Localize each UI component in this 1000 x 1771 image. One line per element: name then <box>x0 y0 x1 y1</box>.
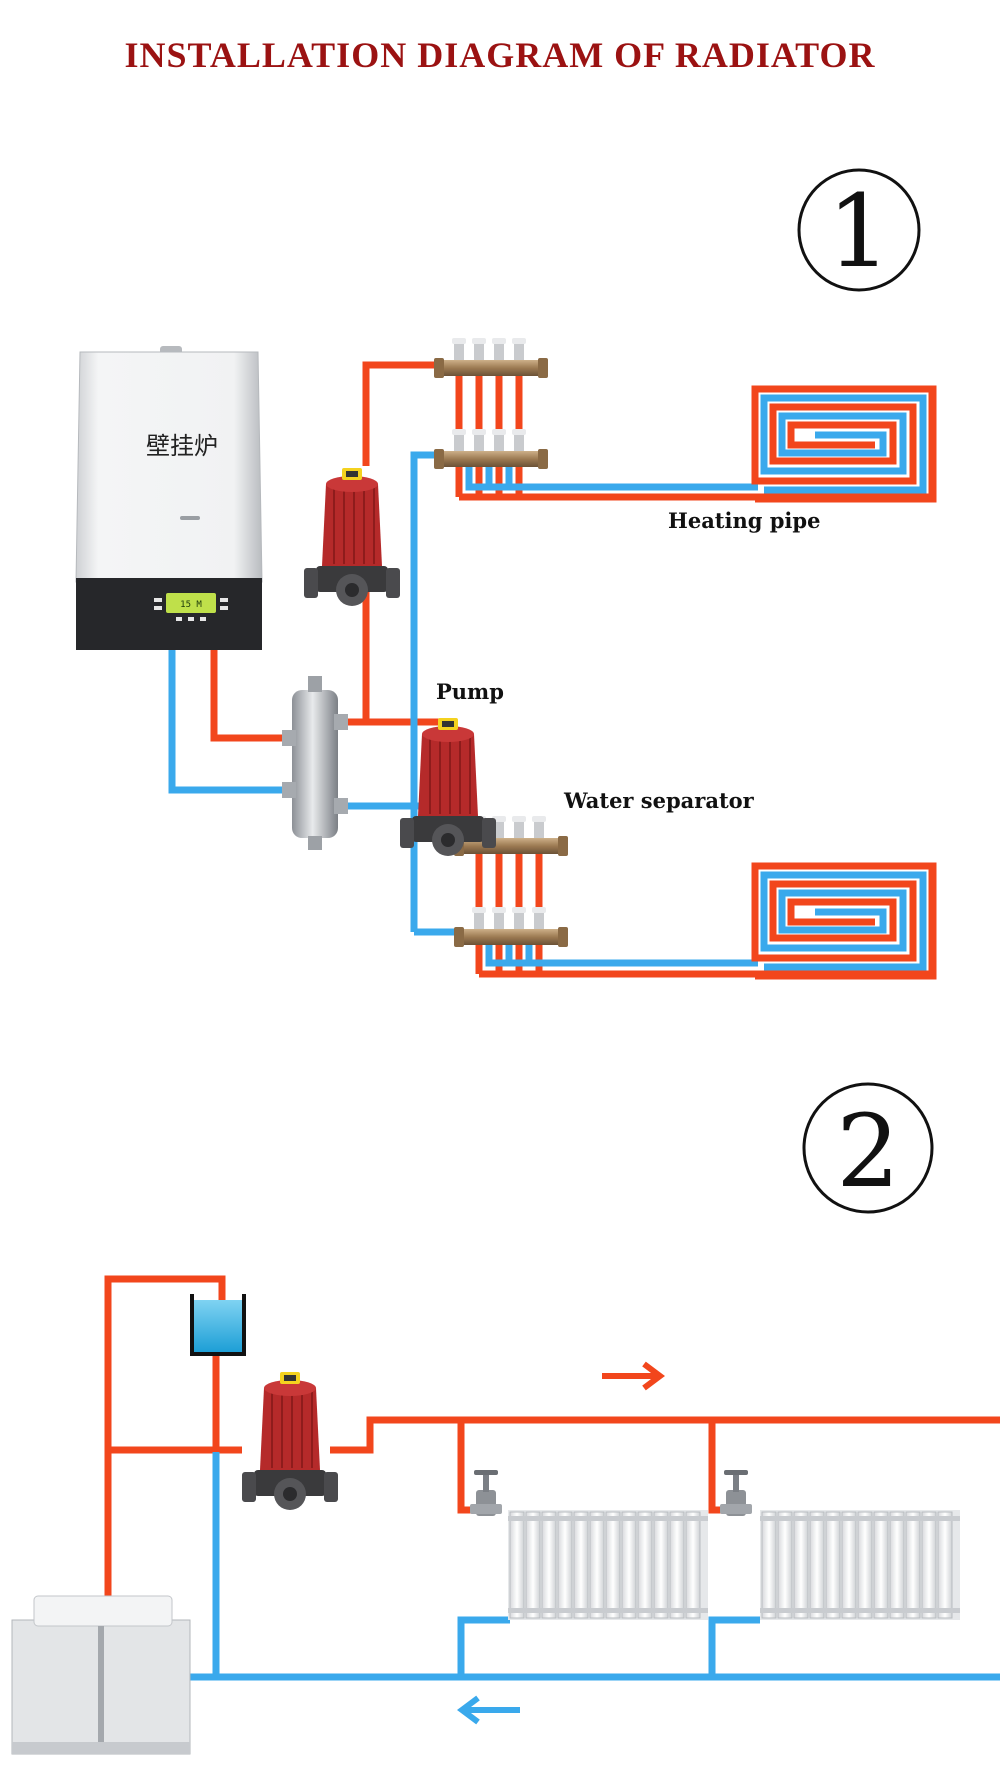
left-arrow-icon <box>457 1695 520 1725</box>
radiator-2 <box>759 1509 961 1621</box>
radiator-valve-2 <box>720 1470 752 1516</box>
section-marker-2-text: 2 <box>836 1093 900 1210</box>
section-marker-1-text: 1 <box>827 173 891 290</box>
label-water-separator: Water separator <box>563 788 755 813</box>
boiler-label: 壁挂炉 <box>146 432 218 460</box>
section-marker-2: 2 <box>802 1082 934 1214</box>
wall-hung-boiler: 壁挂炉 15 M <box>75 346 263 650</box>
radiator-1 <box>507 1509 709 1621</box>
pump-upper <box>303 467 401 607</box>
water-separator-lower-return <box>454 907 568 947</box>
pump-section-2 <box>241 1371 339 1511</box>
page-title: INSTALLATION DIAGRAM OF RADIATOR <box>124 35 876 75</box>
section-marker-1: 1 <box>797 168 921 292</box>
radiator-valve-1 <box>470 1470 502 1516</box>
label-heating-pipe: Heating pipe <box>668 508 820 533</box>
boiler-display: 15 M <box>180 600 202 610</box>
floor-heating-coil-upper <box>755 389 933 500</box>
expansion-tank <box>190 1294 246 1356</box>
water-separator-upper-supply <box>434 338 548 378</box>
floor-boiler-unit <box>11 1595 191 1755</box>
floor-heating-coil-lower <box>755 866 933 977</box>
hydraulic-separator <box>282 676 348 850</box>
label-pump: Pump <box>436 679 504 704</box>
water-separator-upper-return <box>434 429 548 469</box>
right-arrow-icon <box>602 1361 665 1391</box>
